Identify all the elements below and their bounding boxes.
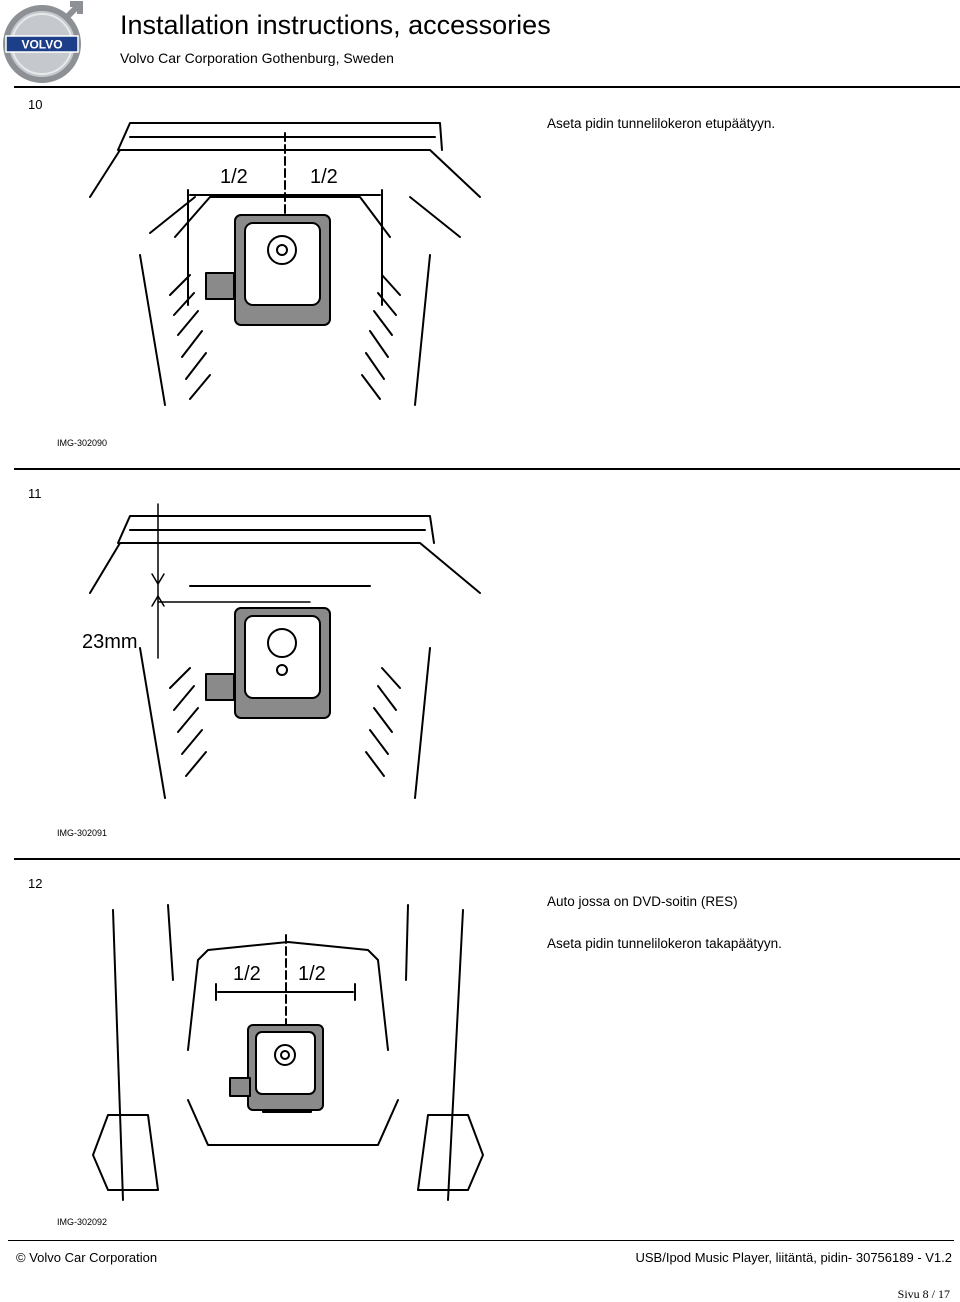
footer-copyright: © Volvo Car Corporation bbox=[16, 1250, 158, 1265]
image-id: IMG-302092 bbox=[57, 1217, 108, 1227]
illustration-rear-mount: 1/2 1/2 bbox=[92, 904, 484, 1201]
step-number: 11 bbox=[28, 486, 42, 501]
step-instruction: Aseta pidin tunnelilokeron etupäätyyn. bbox=[547, 116, 776, 131]
page-number: Sivu 8 / 17 bbox=[897, 1287, 950, 1301]
svg-text:23mm: 23mm bbox=[82, 631, 138, 653]
svg-text:1/2: 1/2 bbox=[220, 166, 248, 188]
svg-text:1/2: 1/2 bbox=[310, 166, 338, 188]
image-id: IMG-302091 bbox=[57, 828, 108, 838]
document-title: Installation instructions, accessories bbox=[120, 10, 551, 40]
volvo-logo: VOLVO bbox=[3, 1, 83, 83]
svg-text:VOLVO: VOLVO bbox=[21, 38, 62, 52]
step-divider bbox=[14, 86, 960, 88]
svg-text:1/2: 1/2 bbox=[233, 963, 261, 985]
step-divider bbox=[14, 468, 960, 470]
document-subtitle: Volvo Car Corporation Gothenburg, Sweden bbox=[120, 50, 394, 66]
footer-product: USB/Ipod Music Player, liitäntä, pidin- … bbox=[635, 1250, 952, 1265]
illustration-front-mount: 1/2 1/2 bbox=[89, 122, 481, 406]
svg-text:1/2: 1/2 bbox=[298, 963, 326, 985]
step-divider bbox=[14, 858, 960, 860]
image-id: IMG-302090 bbox=[57, 438, 108, 448]
step-number: 10 bbox=[28, 97, 43, 112]
step-number: 12 bbox=[28, 876, 43, 891]
step-instruction: Aseta pidin tunnelilokeron takapäätyyn. bbox=[547, 936, 782, 951]
footer-divider bbox=[8, 1240, 954, 1241]
step-subheading: Auto jossa on DVD-soitin (RES) bbox=[547, 894, 738, 909]
illustration-measurement: 23mm bbox=[82, 503, 481, 799]
